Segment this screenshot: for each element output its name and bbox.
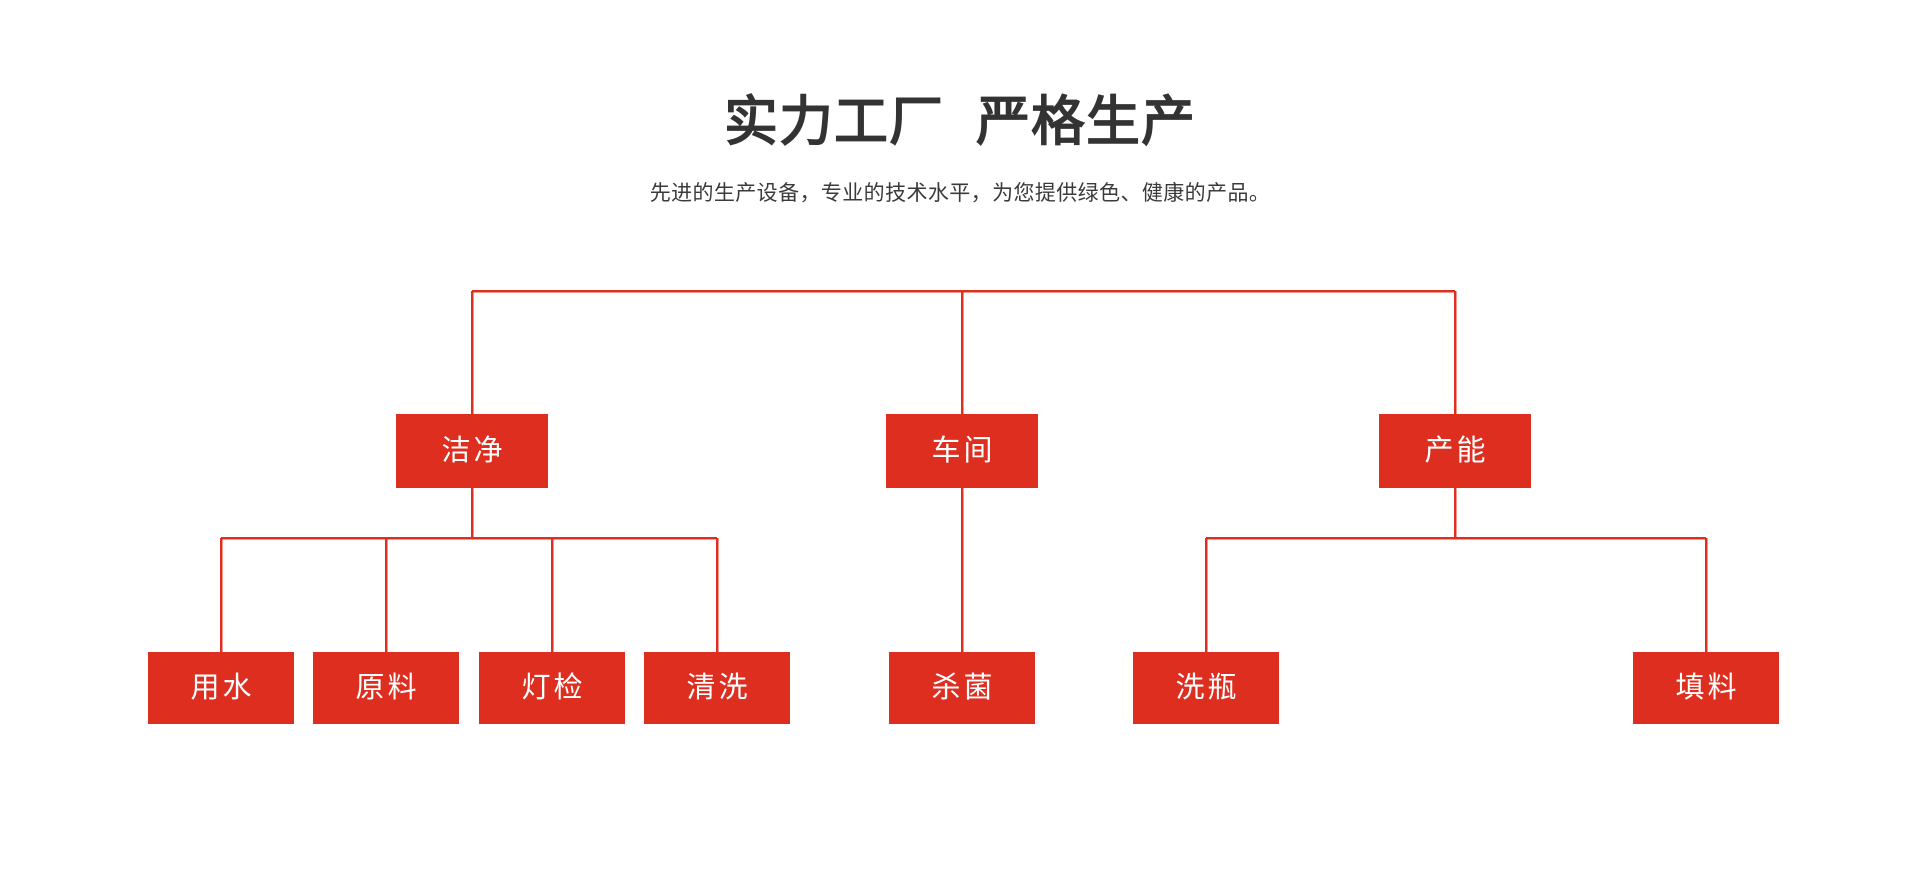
node-chaneng-label: 产能 [1424, 434, 1489, 467]
node-xiping-label: 洗瓶 [1175, 671, 1240, 704]
node-qingxi-label: 清洗 [686, 671, 751, 704]
node-dengjian-label: 灯检 [521, 671, 586, 704]
node-shajun[interactable]: 杀菌 [889, 652, 1035, 724]
page-subtitle: 先进的生产设备，专业的技术水平，为您提供绿色、健康的产品。 [649, 182, 1271, 206]
node-shajun-label: 杀菌 [931, 671, 996, 704]
node-yuanliao[interactable]: 原料 [313, 652, 459, 724]
page-header: 实力工厂 严格生产 先进的生产设备，专业的技术水平，为您提供绿色、健康的产品。 [0, 0, 1920, 210]
node-tianliao[interactable]: 填料 [1633, 652, 1779, 724]
node-dengjian[interactable]: 灯检 [479, 652, 625, 724]
node-xiping[interactable]: 洗瓶 [1133, 652, 1279, 724]
node-tianliao-label: 填料 [1675, 671, 1740, 704]
node-qingxi[interactable]: 清洗 [644, 652, 790, 724]
node-yuanliao-label: 原料 [355, 671, 420, 704]
page-title: 实力工厂 严格生产 [723, 92, 1196, 152]
node-chaneng[interactable]: 产能 [1379, 414, 1531, 488]
node-chejian-label: 车间 [931, 434, 996, 467]
node-jiejing[interactable]: 洁净 [396, 414, 548, 488]
node-chejian[interactable]: 车间 [886, 414, 1038, 488]
node-jiejing-label: 洁净 [441, 434, 506, 467]
node-yongshui[interactable]: 用水 [148, 652, 294, 724]
node-yongshui-label: 用水 [190, 671, 255, 704]
